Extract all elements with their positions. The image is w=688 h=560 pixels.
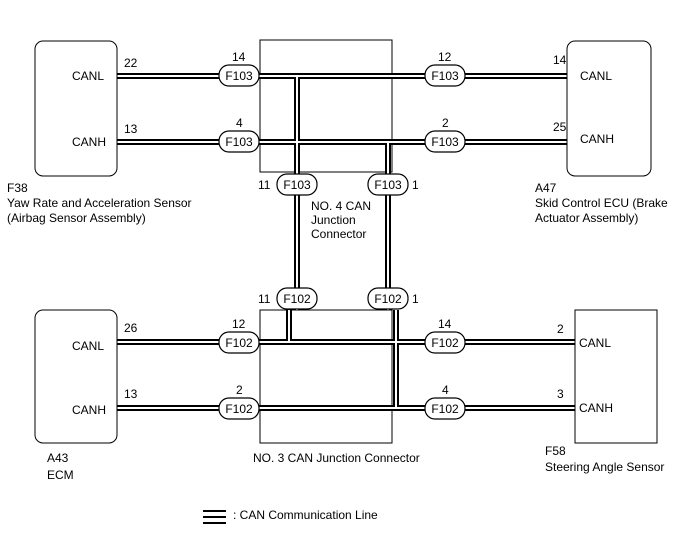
a47-canh-label: CANH bbox=[580, 132, 614, 146]
pin-a47-canh: 25 bbox=[553, 120, 567, 134]
pin-a43-canh: 13 bbox=[124, 387, 138, 401]
pin-j4-right-canh: 2 bbox=[442, 116, 449, 130]
f38-yaw-rate-sensor-box bbox=[34, 40, 118, 177]
pin-j3-left-canl: 12 bbox=[232, 317, 246, 331]
pin-j4-left-canl: 14 bbox=[232, 50, 246, 64]
a43-canh-label: CANH bbox=[72, 403, 106, 417]
pin-a47-canl: 14 bbox=[553, 53, 567, 67]
svg-text:F103: F103 bbox=[225, 69, 253, 83]
pin-f58-canl: 2 bbox=[557, 322, 564, 336]
f58-canl-label: CANL bbox=[579, 336, 611, 350]
j4-name-line2: Junction bbox=[311, 213, 356, 227]
connector-f102-right-canl: F102 bbox=[424, 331, 466, 354]
legend-label: : CAN Communication Line bbox=[233, 508, 378, 522]
legend-can-line-icon bbox=[203, 510, 226, 524]
svg-text:F103: F103 bbox=[283, 178, 311, 192]
a47-skid-control-ecu-box bbox=[566, 40, 652, 177]
svg-text:F102: F102 bbox=[283, 292, 311, 306]
a43-canl-label: CANL bbox=[72, 339, 104, 353]
pin-j4-bottom-left: 11 bbox=[258, 178, 271, 192]
pin-f58-canh: 3 bbox=[557, 387, 564, 401]
connector-f103-bottom-left: F103 bbox=[276, 173, 318, 196]
pin-j4-bottom-right: 1 bbox=[412, 178, 419, 192]
svg-text:F102: F102 bbox=[225, 402, 253, 416]
a47-name-line2: Actuator Assembly) bbox=[535, 211, 638, 225]
svg-text:F103: F103 bbox=[431, 69, 459, 83]
a47-name-line1: Skid Control ECU (Brake bbox=[535, 196, 668, 210]
svg-text:F102: F102 bbox=[374, 292, 402, 306]
f58-steering-angle-sensor-box bbox=[574, 309, 658, 444]
connector-f103-left-canh: F103 bbox=[218, 130, 260, 153]
svg-text:F103: F103 bbox=[374, 178, 402, 192]
svg-text:F102: F102 bbox=[431, 402, 459, 416]
j4-name-line3: Connector bbox=[311, 227, 366, 241]
f58-canh-label: CANH bbox=[579, 401, 613, 415]
f58-name: Steering Angle Sensor bbox=[545, 460, 664, 474]
a43-name: ECM bbox=[47, 468, 74, 482]
pin-f38-canl: 22 bbox=[124, 56, 138, 70]
svg-text:F102: F102 bbox=[225, 336, 253, 350]
pin-j4-right-canl: 12 bbox=[438, 50, 452, 64]
f38-name-line2: (Airbag Sensor Assembly) bbox=[7, 211, 146, 225]
f58-code: F58 bbox=[545, 444, 566, 458]
connector-f103-right-canh: F103 bbox=[424, 130, 466, 153]
f38-canh-label: CANH bbox=[72, 135, 106, 149]
connector-f102-left-canl: F102 bbox=[218, 331, 260, 354]
no4-can-junction-connector-body bbox=[259, 39, 393, 173]
pin-j3-right-canl: 14 bbox=[438, 317, 452, 331]
connector-f102-left-canh: F102 bbox=[218, 397, 260, 420]
connector-f102-top-left: F102 bbox=[276, 287, 318, 310]
svg-text:F103: F103 bbox=[431, 135, 459, 149]
f38-code: F38 bbox=[7, 181, 28, 195]
svg-text:F102: F102 bbox=[431, 336, 459, 350]
svg-text:F103: F103 bbox=[225, 135, 253, 149]
pin-f38-canh: 13 bbox=[124, 122, 138, 136]
can-wires-core bbox=[117, 75, 575, 409]
pin-j3-right-canh: 4 bbox=[442, 383, 449, 397]
j4-name-line1: NO. 4 CAN bbox=[311, 199, 371, 213]
pin-j3-left-canh: 2 bbox=[236, 383, 243, 397]
a43-ecm-box bbox=[34, 309, 118, 444]
a43-code: A43 bbox=[47, 451, 69, 465]
connector-f102-top-right: F102 bbox=[367, 287, 409, 310]
a47-canl-label: CANL bbox=[580, 69, 612, 83]
connector-f102-right-canh: F102 bbox=[424, 397, 466, 420]
connector-f103-right-canl: F103 bbox=[424, 64, 466, 87]
connector-f103-left-canl: F103 bbox=[218, 64, 260, 87]
connector-f103-bottom-right: F103 bbox=[367, 173, 409, 196]
f38-name-line1: Yaw Rate and Acceleration Sensor bbox=[7, 196, 192, 210]
a47-code: A47 bbox=[535, 181, 557, 195]
f38-canl-label: CANL bbox=[72, 69, 104, 83]
j3-name: NO. 3 CAN Junction Connector bbox=[253, 451, 420, 465]
pin-j3-top-right: 1 bbox=[412, 292, 419, 306]
no3-can-junction-connector-body bbox=[259, 309, 393, 444]
pin-a43-canl: 26 bbox=[124, 321, 138, 335]
pin-j4-left-canh: 4 bbox=[236, 116, 243, 130]
pin-j3-top-left: 11 bbox=[258, 292, 271, 306]
